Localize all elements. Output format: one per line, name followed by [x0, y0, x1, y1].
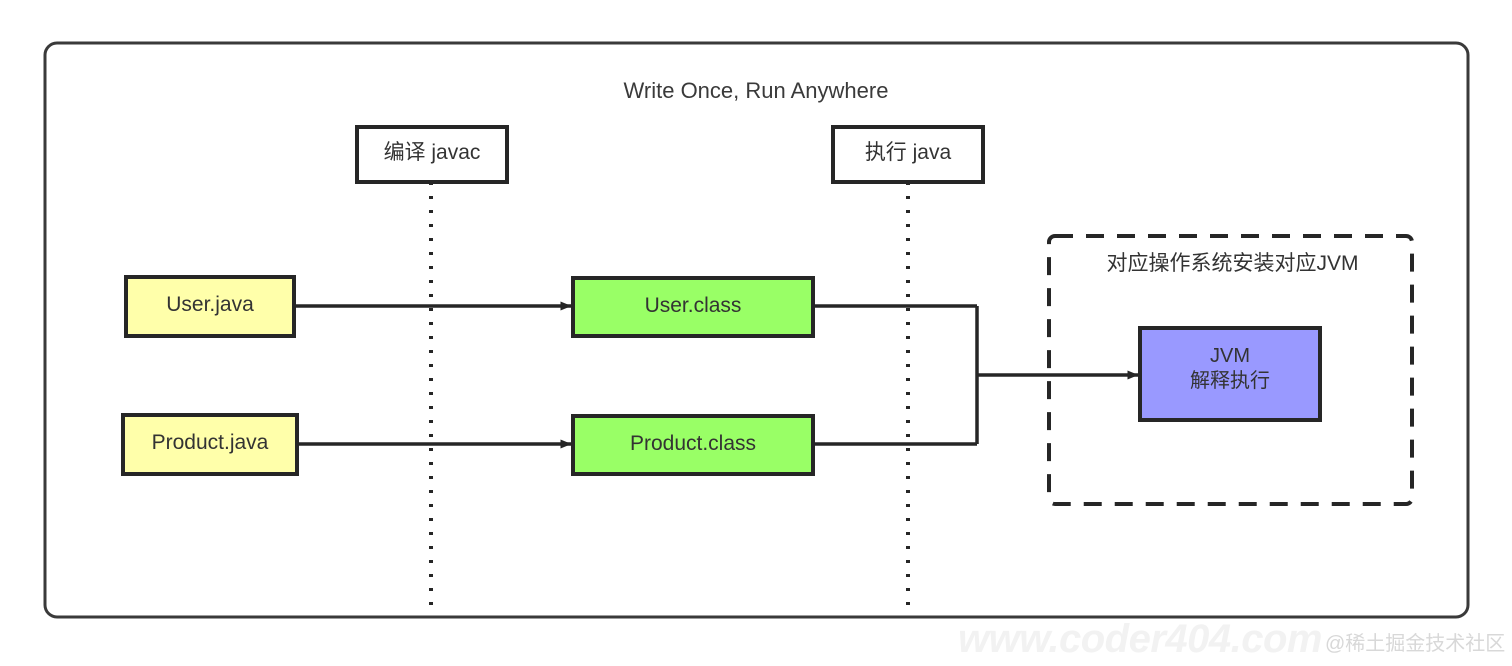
product-java-box — [121, 413, 299, 476]
run-label-box — [831, 125, 985, 184]
user-class-box — [571, 276, 815, 338]
compile-label-box — [355, 125, 509, 184]
user-java-box — [124, 275, 296, 338]
product-class-box — [571, 414, 815, 476]
jvm-box — [1138, 326, 1322, 422]
